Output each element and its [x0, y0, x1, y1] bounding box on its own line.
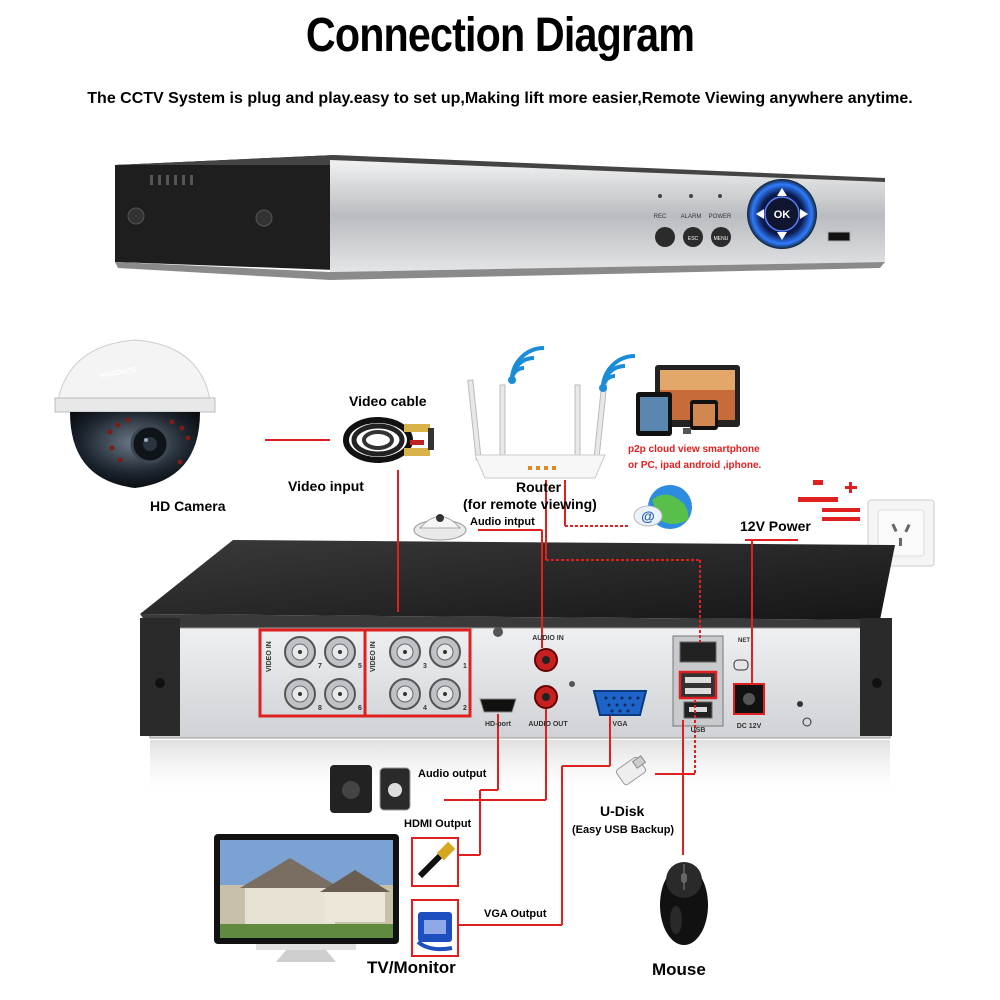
router-sublabel: (for remote viewing): [463, 496, 597, 512]
usb-port-upper[interactable]: [678, 670, 718, 700]
router-label: Router: [516, 479, 562, 495]
bnc-port-pin: [338, 650, 342, 654]
rec-label: REC: [654, 214, 667, 220]
page-title: Connection Diagram: [305, 9, 695, 62]
hdmi-port[interactable]: [479, 698, 517, 713]
audio-in-label: AUDIO IN: [532, 635, 564, 642]
vga-output-label: VGA Output: [484, 908, 547, 920]
bnc-port-pin: [298, 692, 302, 696]
hdmi-output-label: HDMI Output: [404, 818, 472, 830]
bnc-port-pin: [338, 692, 342, 696]
bnc-port-number: 3: [423, 663, 427, 670]
esc-label: ESC: [688, 236, 699, 242]
remote-devices-icon: [636, 365, 740, 436]
dc-power-port[interactable]: [733, 683, 765, 715]
floor-reflection: [150, 740, 890, 800]
bnc-port-pin: [403, 692, 407, 696]
hdmi-cable-icon: [417, 841, 456, 879]
udisk-sublabel: (Easy USB Backup): [572, 824, 675, 836]
usb-disk-icon: [615, 755, 647, 786]
connection-wires: [265, 439, 798, 926]
usb-label: USB: [691, 727, 706, 734]
audio-input-label: Audio intput: [470, 516, 535, 528]
alarm-label: ALARM: [681, 214, 702, 220]
ok-button[interactable]: [764, 196, 800, 232]
mouse-label: Mouse: [652, 960, 706, 979]
bnc-ports: 7 5 3 1 8 6 4 2: [284, 636, 467, 712]
bnc-port-number: 2: [463, 705, 467, 712]
esc-button[interactable]: [683, 227, 703, 247]
dc-power-symbol-icon: [798, 480, 860, 521]
rec-button[interactable]: [655, 227, 675, 247]
video-input-label: Video input: [288, 478, 364, 494]
front-usb-port[interactable]: [827, 231, 851, 242]
vga-port-label: VGA: [612, 721, 627, 728]
video-in-label-left: VIDEO IN: [266, 641, 273, 672]
menu-button[interactable]: [711, 227, 731, 247]
video-cable-label: Video cable: [349, 393, 427, 409]
bnc-port-number: 4: [423, 705, 427, 712]
tv-monitor-icon: [214, 834, 399, 962]
dome-camera-icon: [54, 339, 216, 488]
net-label: NET: [738, 638, 750, 644]
p2p-label-line-2: or PC, ipad android ,iphone.: [628, 460, 762, 471]
bnc-port-number: 8: [318, 705, 322, 712]
router-icon: [467, 379, 608, 479]
bnc-port-pin: [443, 650, 447, 654]
video-in-label-right: VIDEO IN: [370, 641, 377, 672]
audio-output-label: Audio output: [418, 768, 487, 780]
tv-monitor-label: TV/Monitor: [367, 958, 456, 977]
bnc-port-pin: [403, 650, 407, 654]
dvr-front-view: [115, 155, 885, 280]
mouse-icon: [660, 862, 708, 945]
bnc-port-pin: [443, 692, 447, 696]
internet-globe-icon: @: [633, 485, 692, 529]
bnc-port-number: 1: [463, 663, 467, 670]
bnc-port-number: 6: [358, 705, 362, 712]
bnc-port-number: 5: [358, 663, 362, 670]
ok-label: OK: [774, 209, 791, 221]
udisk-label: U-Disk: [600, 803, 645, 819]
dvr-rear-view: [140, 540, 895, 739]
hd-port-label: HD-port: [485, 721, 512, 728]
hd-camera-label: HD Camera: [150, 498, 226, 514]
wifi-icon: [510, 346, 545, 381]
dc-label: DC 12V: [737, 723, 762, 730]
page-subtitle: The CCTV System is plug and play.easy to…: [87, 90, 913, 107]
power-label: 12V Power: [740, 518, 811, 534]
video-cable-coil-icon: [343, 417, 434, 463]
p2p-label-line-1: p2p cloud view smartphone: [628, 444, 760, 455]
menu-label: MENU: [714, 236, 729, 242]
bnc-port-pin: [298, 650, 302, 654]
microphone-icon: [413, 514, 467, 541]
speakers-icon: [330, 765, 411, 813]
wifi-icon: [601, 354, 636, 389]
svg-text:@: @: [641, 508, 655, 524]
power-label: POWER: [709, 214, 732, 220]
vga-cable-icon: [416, 912, 453, 952]
audio-out-label: AUDIO OUT: [528, 721, 568, 728]
bnc-port-number: 7: [318, 663, 322, 670]
network-port[interactable]: [679, 641, 717, 663]
